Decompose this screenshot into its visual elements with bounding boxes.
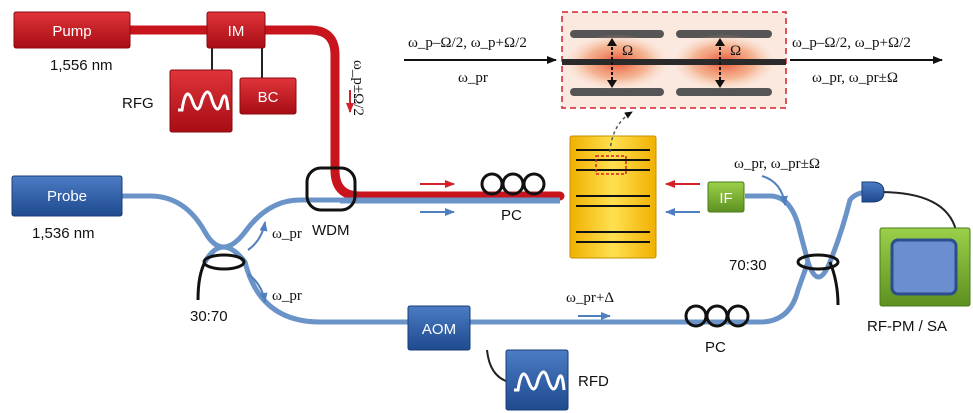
rfd-label: RFD [578, 373, 609, 390]
probe-wavelength: 1,536 nm [32, 225, 95, 242]
if-output-freq: ω_pr, ω_pr±Ω [734, 156, 820, 172]
if-label: IF [719, 190, 732, 207]
bc-box [239, 77, 297, 115]
coupler-right-black-tail [828, 261, 840, 306]
coupler-right [796, 253, 840, 271]
rfpm-label: RF-PM / SA [867, 318, 947, 335]
bc-label: BC [258, 89, 279, 106]
coupler-right-label: 70:30 [729, 257, 767, 274]
pump-mod-label: ω_p±Ω/2 [350, 60, 366, 116]
inset-input-probe-freq: ω_pr [458, 70, 488, 86]
pc-top-label: PC [501, 207, 522, 224]
rfg-wave-icon [178, 90, 230, 112]
wdm-label: WDM [312, 222, 350, 239]
inset-output-probe-freq: ω_pr, ω_pr±Ω [812, 70, 898, 86]
inset-waveguides [562, 30, 786, 96]
rfd-wave-icon [514, 370, 566, 392]
fiber-strands [576, 149, 650, 243]
probe-lower-curve-arrow [247, 273, 268, 303]
photodetector-icon [861, 181, 885, 203]
probe-upper-curve-arrow [247, 221, 268, 251]
omega-right-label: Ω [730, 43, 741, 59]
probe-label: Probe [47, 188, 87, 205]
zoom-pointer-arrow [609, 111, 633, 153]
aom-output-freq: ω_pr+Δ [566, 290, 614, 306]
inset-input-pump-freq: ω_p–Ω/2, ω_p+Ω/2 [408, 35, 527, 51]
coupler-left-tail [196, 261, 207, 301]
rfg-label: RFG [122, 95, 154, 112]
probe-upper-freq: ω_pr [272, 226, 302, 242]
aom-label: AOM [422, 321, 456, 338]
lower-arm-fiber [202, 244, 408, 325]
coupler-left [202, 253, 246, 271]
detector-link [879, 191, 958, 236]
probe-lower-freq: ω_pr [272, 288, 302, 304]
inset-output-pump-freq: ω_p–Ω/2, ω_p+Ω/2 [792, 35, 911, 51]
coupler-left-label: 30:70 [190, 308, 228, 325]
im-box [206, 11, 266, 49]
aom-box [407, 305, 471, 351]
pc-bottom-icon [684, 304, 750, 328]
aom-output-fiber [470, 261, 811, 325]
probe-box [11, 175, 123, 217]
pump-box [13, 11, 131, 49]
pump-fiber [125, 25, 565, 201]
pc-bottom-label: PC [705, 339, 726, 356]
pump-label: Pump [52, 23, 91, 40]
pc-top-icon [480, 172, 546, 196]
zoom-region [595, 155, 627, 175]
if-curve-arrow [761, 175, 788, 206]
wdm-block [305, 166, 357, 212]
rfpm-screen [890, 238, 958, 296]
if-box [707, 181, 745, 213]
pump-wavelength: 1,556 nm [50, 57, 113, 74]
im-label: IM [228, 23, 245, 40]
omega-left-label: Ω [622, 43, 633, 59]
